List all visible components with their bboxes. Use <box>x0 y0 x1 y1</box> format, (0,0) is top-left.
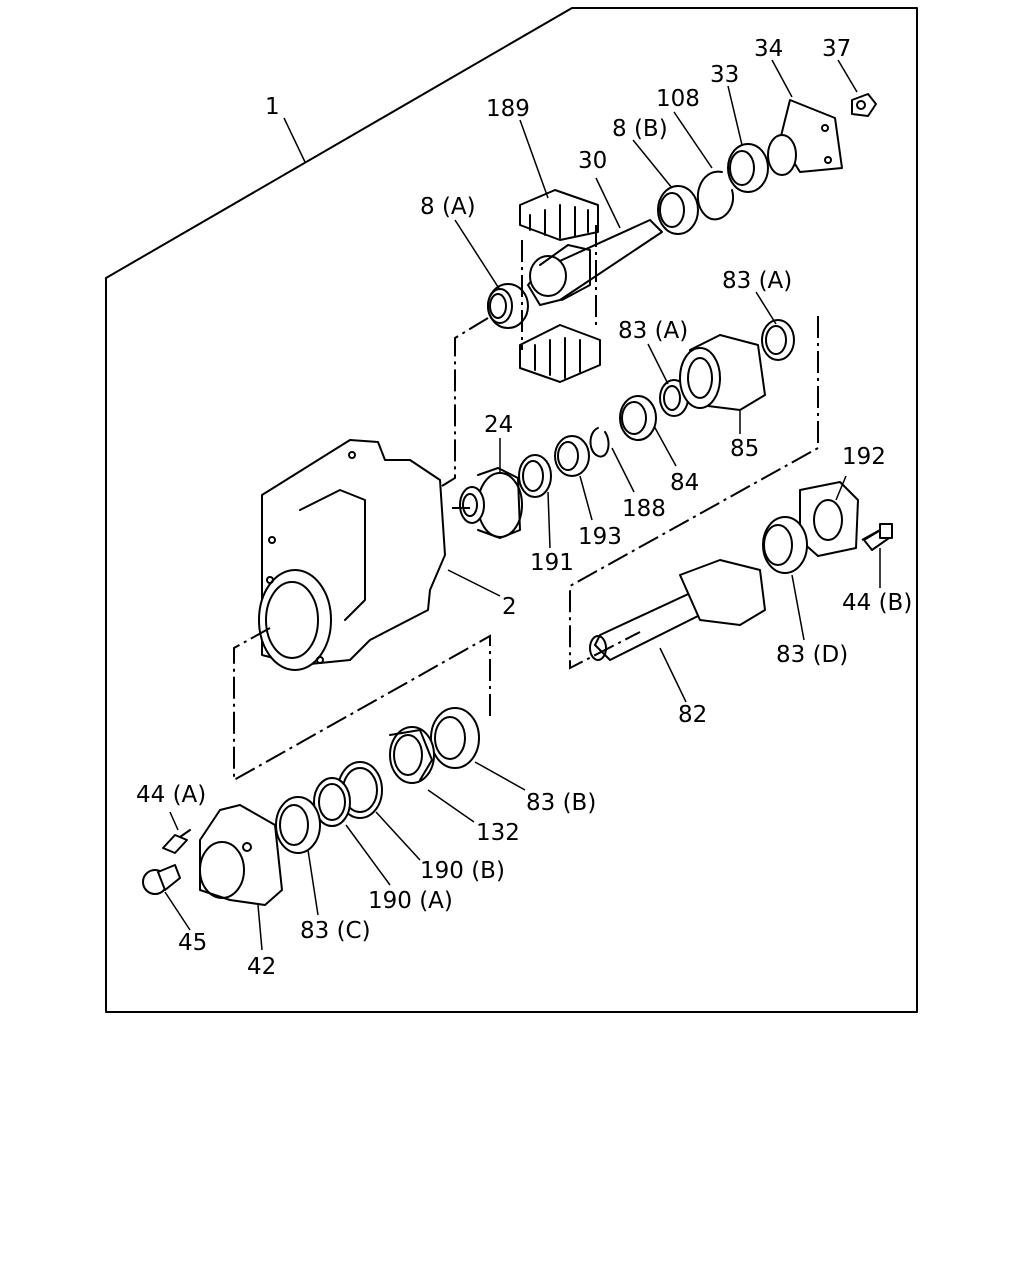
label-34: 34 <box>754 36 783 62</box>
label-30: 30 <box>578 148 607 174</box>
part-labels: 1 189 108 8 (B) 33 34 37 30 8 (A) 83 (A)… <box>136 36 912 980</box>
label-190b: 190 (B) <box>420 858 505 884</box>
gear-24 <box>459 467 523 539</box>
cover-192 <box>799 481 859 557</box>
plug-45 <box>142 864 181 895</box>
label-8b: 8 (B) <box>612 116 668 142</box>
bearing-83b <box>430 707 480 769</box>
label-191: 191 <box>530 550 574 576</box>
label-37: 37 <box>822 36 851 62</box>
bushing-193 <box>554 435 590 477</box>
label-24: 24 <box>484 412 513 438</box>
label-44a: 44 (A) <box>136 782 206 808</box>
label-33: 33 <box>710 62 739 88</box>
snap-ring-108 <box>696 170 735 221</box>
cover-42 <box>199 804 283 906</box>
label-1: 1 <box>265 94 280 120</box>
label-83d: 83 (D) <box>776 642 848 668</box>
label-192: 192 <box>842 444 886 470</box>
label-82: 82 <box>678 702 707 728</box>
label-42: 42 <box>247 954 276 980</box>
ring-191 <box>518 454 552 498</box>
bearing-83c <box>275 796 321 854</box>
bearing-33 <box>727 143 769 193</box>
nut-37 <box>851 93 877 117</box>
label-83a-mid: 83 (A) <box>618 318 688 344</box>
snap-ring-188 <box>589 427 610 458</box>
assembly-frame <box>105 7 918 1013</box>
label-83a-top: 83 (A) <box>722 268 792 294</box>
label-189: 189 <box>486 96 530 122</box>
label-8a: 8 (A) <box>420 194 476 220</box>
shaft-gear-82 <box>589 559 766 661</box>
label-190a: 190 (A) <box>368 888 453 914</box>
ring-190a <box>313 777 351 827</box>
gear-85 <box>679 334 766 411</box>
housing-34 <box>767 99 843 176</box>
label-84: 84 <box>670 470 699 496</box>
label-108: 108 <box>656 86 700 112</box>
needle-bearing-83a-top <box>761 319 795 361</box>
label-193: 193 <box>578 524 622 550</box>
label-85: 85 <box>730 436 759 462</box>
label-45: 45 <box>178 930 207 956</box>
case-2 <box>258 439 446 671</box>
collar-84 <box>619 395 657 441</box>
collar-132 <box>389 726 435 784</box>
bolt-44a <box>162 829 191 854</box>
bearing-8a <box>487 283 529 329</box>
label-44b: 44 (B) <box>842 590 912 616</box>
bearing-83d <box>762 516 808 574</box>
label-132: 132 <box>476 820 520 846</box>
gear-189-upper <box>519 189 599 241</box>
shaft-30 <box>521 219 663 350</box>
label-83b: 83 (B) <box>526 790 596 816</box>
label-188: 188 <box>622 496 666 522</box>
alignment-brackets <box>233 316 881 782</box>
leader-lines <box>164 59 881 951</box>
gear-189-lower <box>519 324 601 383</box>
label-83c: 83 (C) <box>300 918 371 944</box>
label-2: 2 <box>502 594 517 620</box>
bearing-8b <box>657 185 699 235</box>
